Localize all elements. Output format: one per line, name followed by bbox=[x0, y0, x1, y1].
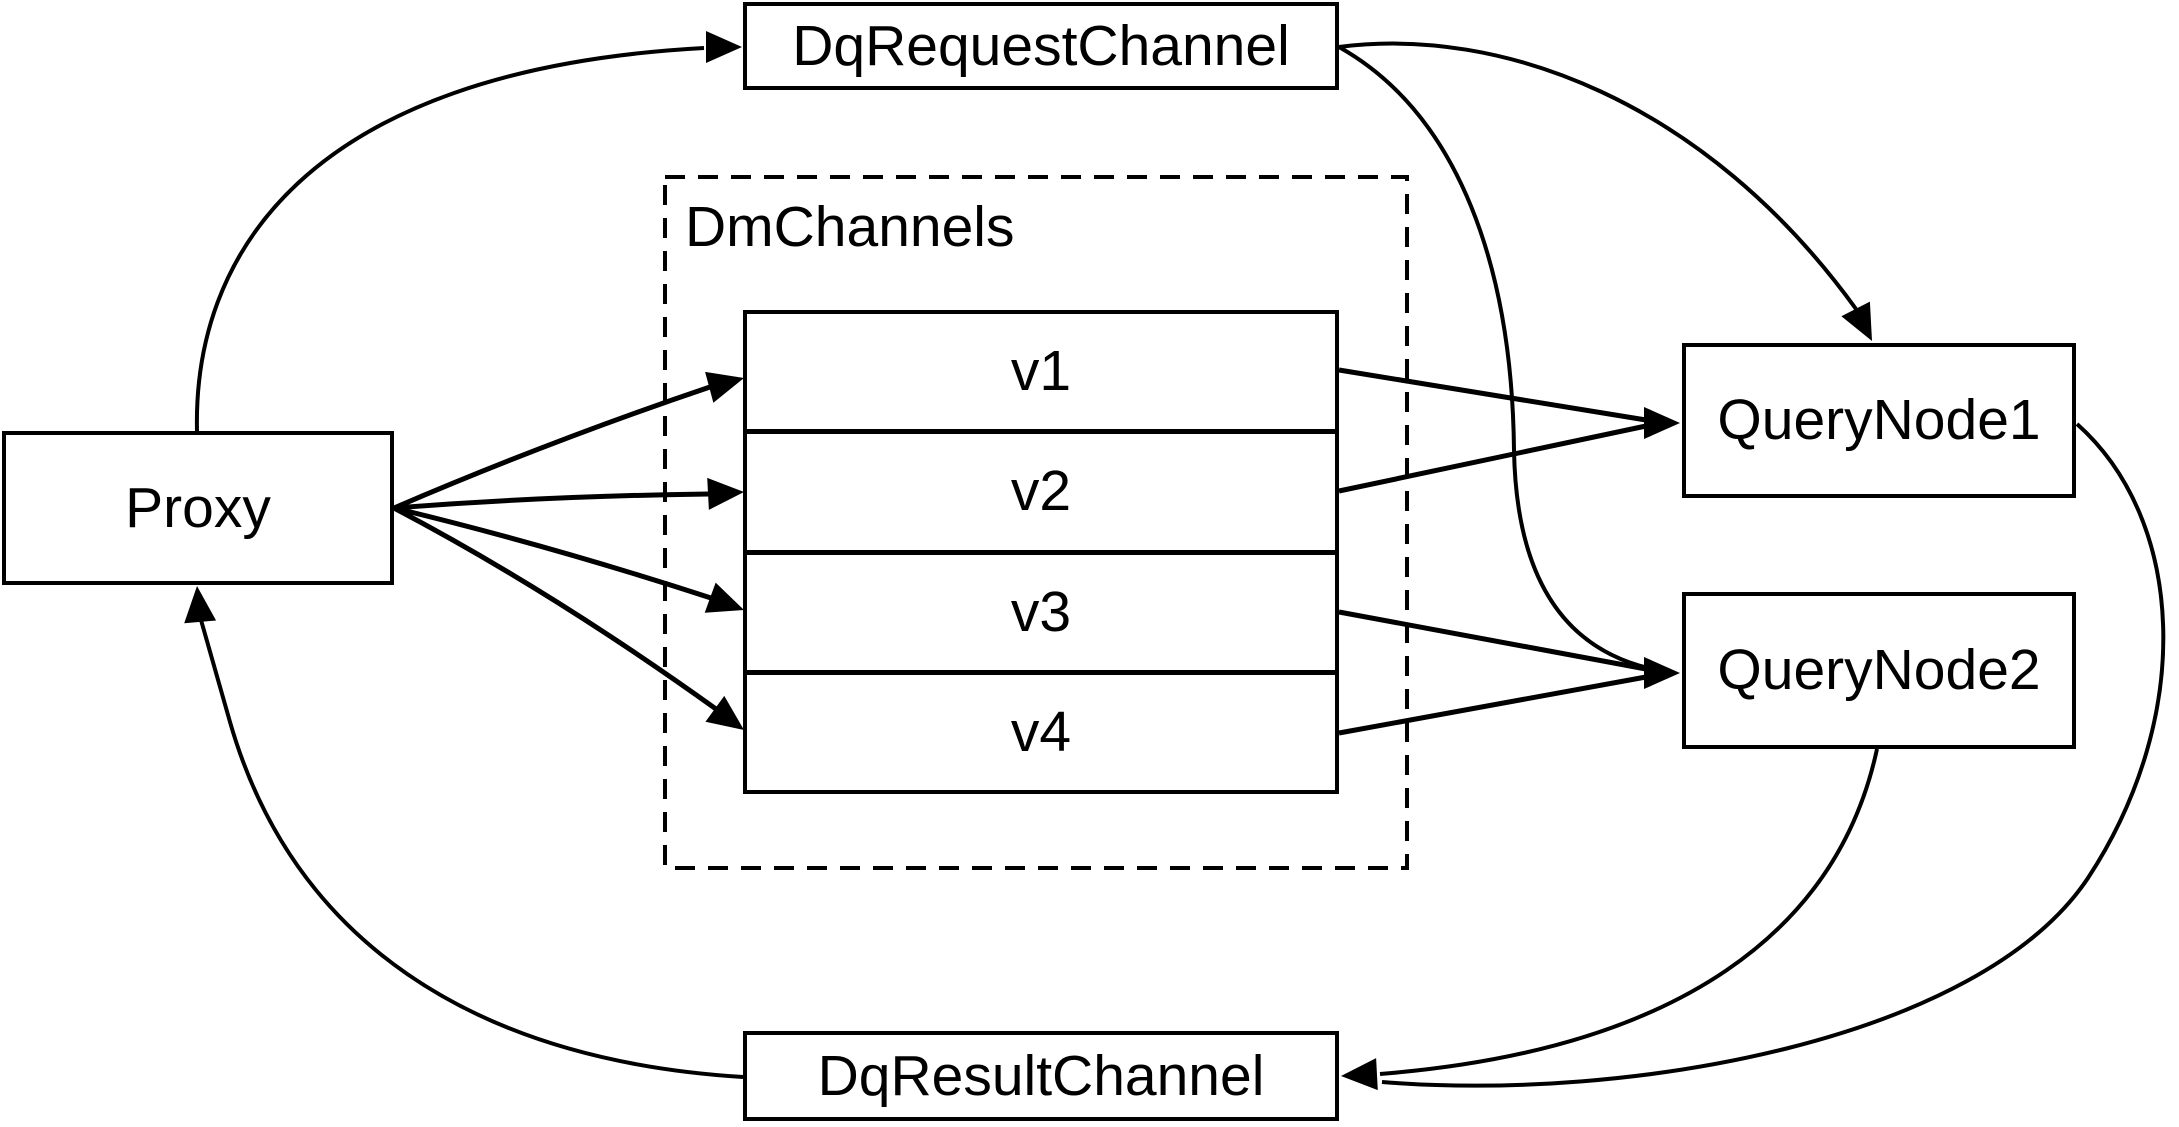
arrowhead-proxy-to-v2 bbox=[707, 477, 744, 510]
arrowhead-v1-to-query_node_1 bbox=[1644, 407, 1680, 439]
vchannel-v2-label: v2 bbox=[1010, 459, 1072, 524]
vchannel-v1-label: v1 bbox=[1010, 339, 1072, 404]
vchannel-row-v1: v1 bbox=[747, 314, 1335, 429]
arrowhead-v3-to-query_node_2 bbox=[1644, 657, 1680, 689]
arrowhead-proxy-to-dq_request_channel bbox=[706, 31, 742, 63]
edge-proxy-to-v4 bbox=[392, 505, 718, 712]
arrowhead-proxy-to-v4 bbox=[705, 695, 744, 730]
vchannel-v4-label: v4 bbox=[1010, 699, 1072, 764]
arrowhead-dq_result_channel-to-proxy bbox=[184, 586, 217, 624]
vchannel-v3-label: v3 bbox=[1010, 579, 1072, 644]
edge-proxy-to-v3 bbox=[393, 505, 712, 601]
dmchannels-dashed-border bbox=[663, 175, 1409, 870]
node-querynode1: QueryNode1 bbox=[1682, 343, 2076, 498]
node-proxy-label: Proxy bbox=[125, 475, 271, 540]
edge-proxy-to-dq_request_channel bbox=[194, 46, 705, 432]
node-proxy: Proxy bbox=[2, 431, 394, 585]
edge-query_node_1-to-dq_result_channel bbox=[1381, 422, 2166, 1088]
edge-dq_request_channel-to-query_node_2 bbox=[1338, 45, 1649, 670]
vchannel-row-v2: v2 bbox=[747, 429, 1335, 549]
vchannel-stack: v1 v2 v3 v4 bbox=[743, 310, 1339, 794]
vchannel-row-v3: v3 bbox=[747, 549, 1335, 670]
edge-v4-to-query_node_2 bbox=[1338, 674, 1647, 736]
arrowhead-proxy-to-v1 bbox=[705, 371, 744, 403]
vchannel-row-v4: v4 bbox=[747, 669, 1335, 790]
edge-dq_result_channel-to-proxy bbox=[199, 619, 744, 1079]
edge-proxy-to-v2 bbox=[393, 491, 710, 511]
node-dqrequestchannel-label: DqRequestChannel bbox=[792, 13, 1290, 78]
edge-proxy-to-v1 bbox=[393, 384, 711, 511]
arrowhead-proxy-to-v3 bbox=[704, 582, 744, 613]
node-dqresultchannel-label: DqResultChannel bbox=[817, 1043, 1265, 1108]
node-querynode2-label: QueryNode2 bbox=[1717, 638, 2041, 702]
arrowhead-query_node_2-to-dq_result_channel bbox=[1341, 1058, 1378, 1091]
edge-dq_request_channel-to-query_node_1 bbox=[1338, 41, 1858, 311]
edge-v1-to-query_node_1 bbox=[1338, 367, 1647, 423]
arrowhead-dq_request_channel-to-query_node_1 bbox=[1841, 301, 1872, 341]
node-dqrequestchannel: DqRequestChannel bbox=[743, 2, 1339, 90]
node-dqresultchannel: DqResultChannel bbox=[743, 1031, 1339, 1121]
node-querynode1-label: QueryNode1 bbox=[1717, 388, 2041, 452]
edge-v3-to-query_node_2 bbox=[1338, 609, 1647, 672]
edge-v2-to-query_node_1 bbox=[1338, 423, 1647, 494]
edge-query_node_2-to-dq_result_channel bbox=[1379, 748, 1879, 1076]
node-querynode2: QueryNode2 bbox=[1682, 592, 2076, 749]
